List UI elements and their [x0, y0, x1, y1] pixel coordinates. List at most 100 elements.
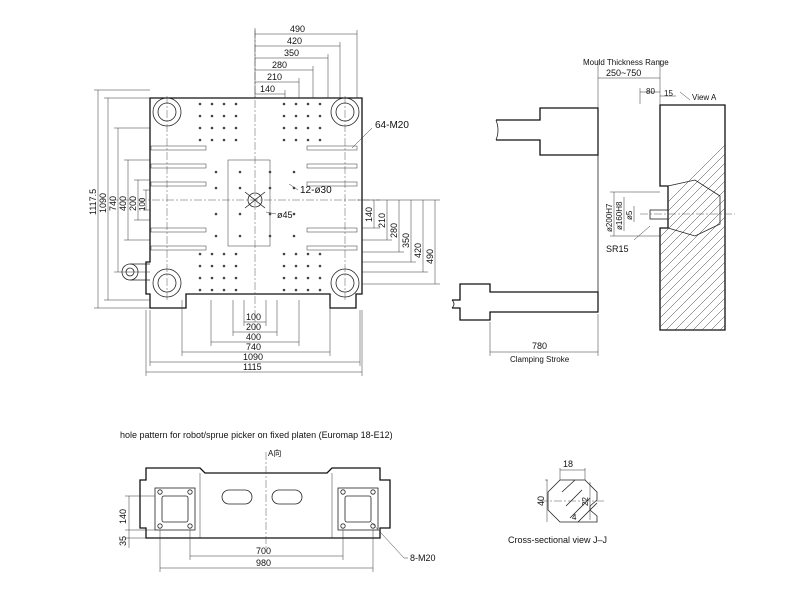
tapped-hole — [292, 170, 296, 174]
left-dimensions: 1117.5 1090 740 400 200 100 — [88, 89, 150, 309]
tapped-hole — [282, 264, 286, 268]
tapped-hole — [222, 126, 226, 130]
tapped-hole — [234, 288, 238, 292]
hatch-line — [783, 105, 800, 330]
hatch-line — [660, 105, 725, 330]
t-slots — [150, 145, 358, 251]
tapped-hole — [234, 138, 238, 142]
tapped-hole — [238, 170, 242, 174]
stroke-780: 780 — [532, 341, 547, 351]
hatch-line — [683, 105, 725, 330]
tapped-hole — [306, 264, 310, 268]
tapped-hole — [306, 288, 310, 292]
sr15-label: SR15 — [606, 244, 629, 254]
hatch-line — [660, 105, 725, 330]
hole — [370, 523, 376, 529]
dim-r140: 140 — [364, 207, 374, 222]
tapped-hole — [294, 288, 298, 292]
tapped-hole — [318, 288, 322, 292]
mould-thickness-label: Mould Thickness Range — [583, 58, 669, 67]
dim-740: 740 — [108, 196, 118, 211]
hole — [157, 489, 163, 495]
clamping-stroke-label: Clamping Stroke — [510, 355, 570, 364]
tapped-hole — [282, 114, 286, 118]
view-a-mark: A向 — [268, 448, 281, 458]
tapped-hole — [210, 102, 214, 106]
dim-280: 280 — [272, 60, 287, 70]
tapped-hole — [214, 170, 218, 174]
hatch-line — [729, 105, 800, 330]
bottom-dimensions: 100 200 400 740 1090 1115 — [145, 300, 363, 376]
hatch-line — [765, 105, 800, 330]
hatch-line — [665, 105, 725, 330]
hole — [370, 489, 376, 495]
tapped-hole — [210, 288, 214, 292]
tapped-hole — [234, 264, 238, 268]
dia-5: ø5 — [625, 210, 634, 220]
dim-b100: 100 — [246, 312, 261, 322]
hole — [187, 489, 193, 495]
tapped-hole — [306, 252, 310, 256]
side-view: Mould Thickness Range 250~750 80 15 View… — [451, 58, 800, 364]
tapped-hole — [198, 138, 202, 142]
tapped-hole — [318, 126, 322, 130]
tapped-hole — [292, 186, 296, 190]
hole — [157, 523, 163, 529]
tapped-hole — [198, 126, 202, 130]
upper-rod — [496, 107, 599, 156]
tapped-hole — [222, 264, 226, 268]
dim-s40: 40 — [536, 496, 546, 506]
tapped-hole — [292, 234, 296, 238]
dim-b1115: 1115 — [243, 362, 262, 372]
dim-b740: 740 — [246, 342, 261, 352]
front-view: 490 420 350 280 210 140 — [88, 24, 440, 376]
tapped-hole — [210, 264, 214, 268]
tapped-hole — [234, 126, 238, 130]
hole — [187, 523, 193, 529]
hatch-line — [719, 105, 725, 330]
tapped-hole — [318, 102, 322, 106]
tapped-hole — [234, 252, 238, 256]
tapped-hole — [282, 288, 286, 292]
tapped-hole — [222, 276, 226, 280]
tapped-hole — [198, 288, 202, 292]
platen-outline — [145, 97, 363, 309]
tapped-hole — [294, 264, 298, 268]
hatch-line — [660, 105, 725, 330]
tapped-hole — [294, 252, 298, 256]
dia-200h7: ø200H7 — [605, 203, 614, 232]
hatch-line — [674, 105, 725, 330]
hatch-line — [660, 105, 725, 330]
dim-p700: 700 — [256, 546, 271, 556]
dia-160h8: ø160H8 — [615, 201, 624, 230]
hatch-line — [660, 105, 725, 330]
tapped-hole — [210, 114, 214, 118]
tapped-hole — [268, 212, 272, 216]
slot-left — [221, 489, 253, 505]
hole — [340, 523, 346, 529]
dim-140: 140 — [260, 84, 275, 94]
tapped-hole — [238, 234, 242, 238]
tapped-hole — [294, 114, 298, 118]
dim-1117-5: 1117.5 — [88, 189, 98, 215]
slot-right — [271, 489, 303, 505]
dim-r210: 210 — [377, 213, 387, 228]
hatch-line — [747, 105, 800, 330]
tapped-hole — [306, 102, 310, 106]
tapped-hole — [306, 138, 310, 142]
hatch-line — [660, 105, 725, 330]
tapped-hole — [214, 212, 218, 216]
tapped-hole — [318, 276, 322, 280]
tapped-hole — [210, 126, 214, 130]
dim-420: 420 — [287, 36, 302, 46]
section-view: 18 40 22 4 Cross-sectional view J–J — [508, 459, 607, 545]
hatch-line — [660, 105, 725, 330]
tapped-hole — [198, 252, 202, 256]
dim-210: 210 — [267, 72, 282, 82]
hatch-line — [792, 105, 800, 330]
dim-400: 400 — [118, 196, 128, 211]
hatch-line — [660, 105, 725, 330]
tapped-hole — [234, 114, 238, 118]
dim-1090: 1090 — [98, 193, 108, 213]
tapped-hole — [198, 114, 202, 118]
